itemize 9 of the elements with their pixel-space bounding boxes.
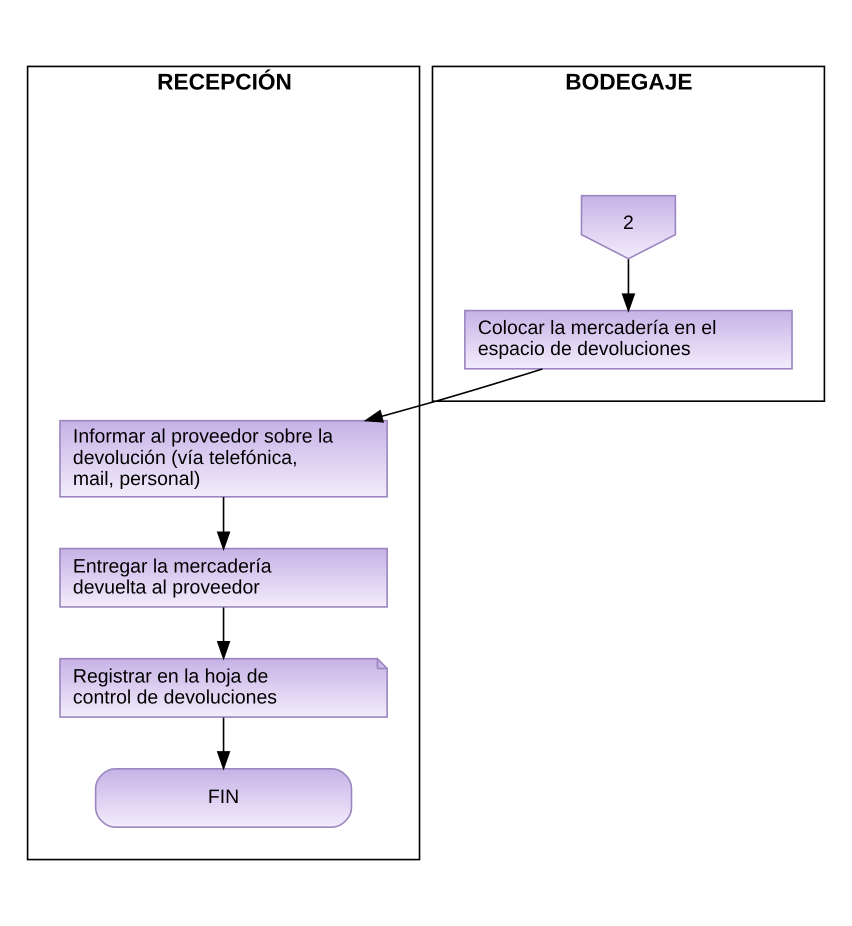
arrow (216, 718, 230, 771)
arrow (216, 607, 230, 660)
node-box: Informar al proveedor sobre la devolución (vía telefónica, mail, personal) (59, 420, 388, 498)
arrow (622, 259, 636, 313)
arrow (216, 496, 230, 551)
node-box: Entregar la mercadería devuelta al proveedor (59, 548, 388, 608)
arrow (364, 368, 543, 423)
node-box: Colocar la mercadería en el espacio de devoluciones (464, 310, 793, 370)
node-box: FIN (94, 768, 352, 828)
